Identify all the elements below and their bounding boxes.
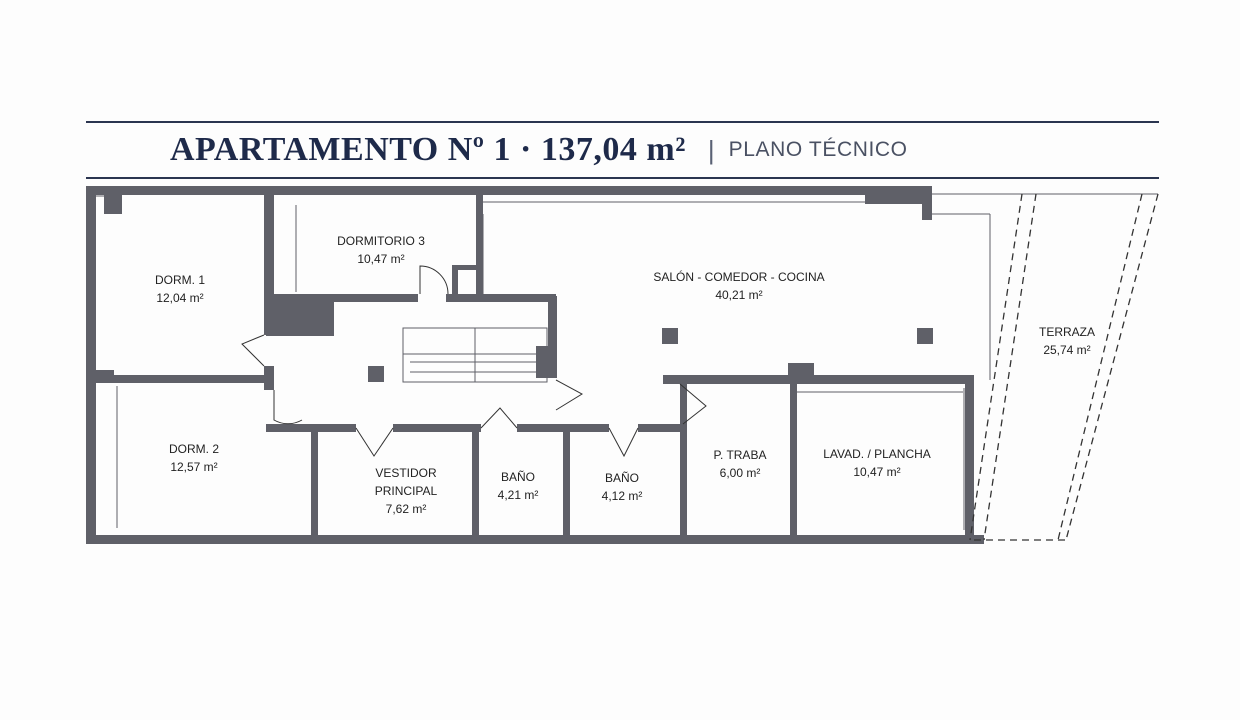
room-name-ptraba: P. TRABA <box>714 448 767 462</box>
room-area-ptraba: 6,00 m² <box>720 466 761 480</box>
terrace-outline <box>969 193 1159 541</box>
room-name-dorm3: DORMITORIO 3 <box>337 234 425 248</box>
walls <box>86 186 984 544</box>
room-area-terraza: 25,74 m² <box>1043 343 1090 357</box>
room-area-bano-1: 4,21 m² <box>498 488 539 502</box>
doors <box>241 265 707 458</box>
room-name-lavad: LAVAD. / PLANCHA <box>823 447 931 461</box>
room-terraza: TERRAZA 25,74 m² <box>1039 325 1095 357</box>
room-name-bano-1: BAÑO <box>501 470 535 484</box>
room-area-dorm2: 12,57 m² <box>170 460 217 474</box>
room-name-salon: SALÓN - COMEDOR - COCINA <box>653 269 824 284</box>
plan-subtitle: PLANO TÉCNICO <box>728 138 908 161</box>
room-area-lavad: 10,47 m² <box>853 465 900 479</box>
room-ptraba: P. TRABA 6,00 m² <box>714 448 767 480</box>
room-area-vestidor: 7,62 m² <box>386 502 427 516</box>
room-vestidor: VESTIDOR PRINCIPAL 7,62 m² <box>375 466 438 516</box>
room-name-bano-2: BAÑO <box>605 471 639 485</box>
room-bano-1: BAÑO 4,21 m² <box>498 470 539 502</box>
room-dorm3: DORMITORIO 3 10,47 m² <box>337 234 425 266</box>
room-area-dorm1: 12,04 m² <box>156 291 203 305</box>
room-lavad: LAVAD. / PLANCHA 10,47 m² <box>823 447 931 479</box>
room-salon: SALÓN - COMEDOR - COCINA 40,21 m² <box>653 269 824 302</box>
title-separator: | <box>707 134 715 165</box>
room-name-vestidor-line2: PRINCIPAL <box>375 484 438 498</box>
room-name-dorm1: DORM. 1 <box>155 273 205 287</box>
plan-title: APARTAMENTO Nº 1 · 137,04 m² <box>170 131 686 168</box>
room-dorm1: DORM. 1 12,04 m² <box>155 273 205 305</box>
fine-lines <box>89 193 1158 530</box>
room-name-dorm2: DORM. 2 <box>169 442 219 456</box>
room-name-vestidor: VESTIDOR <box>375 466 437 480</box>
plan-header: APARTAMENTO Nº 1 · 137,04 m² | PLANO TÉC… <box>170 128 908 172</box>
room-area-salon: 40,21 m² <box>715 288 762 302</box>
title-top-rule <box>86 121 1159 123</box>
room-area-dorm3: 10,47 m² <box>357 252 404 266</box>
room-bano-2: BAÑO 4,12 m² <box>602 471 643 503</box>
room-dorm2: DORM. 2 12,57 m² <box>169 442 219 474</box>
title-bottom-rule <box>86 177 1159 179</box>
wall-openings <box>458 270 476 294</box>
room-area-bano-2: 4,12 m² <box>602 489 643 503</box>
room-name-terraza: TERRAZA <box>1039 325 1095 339</box>
